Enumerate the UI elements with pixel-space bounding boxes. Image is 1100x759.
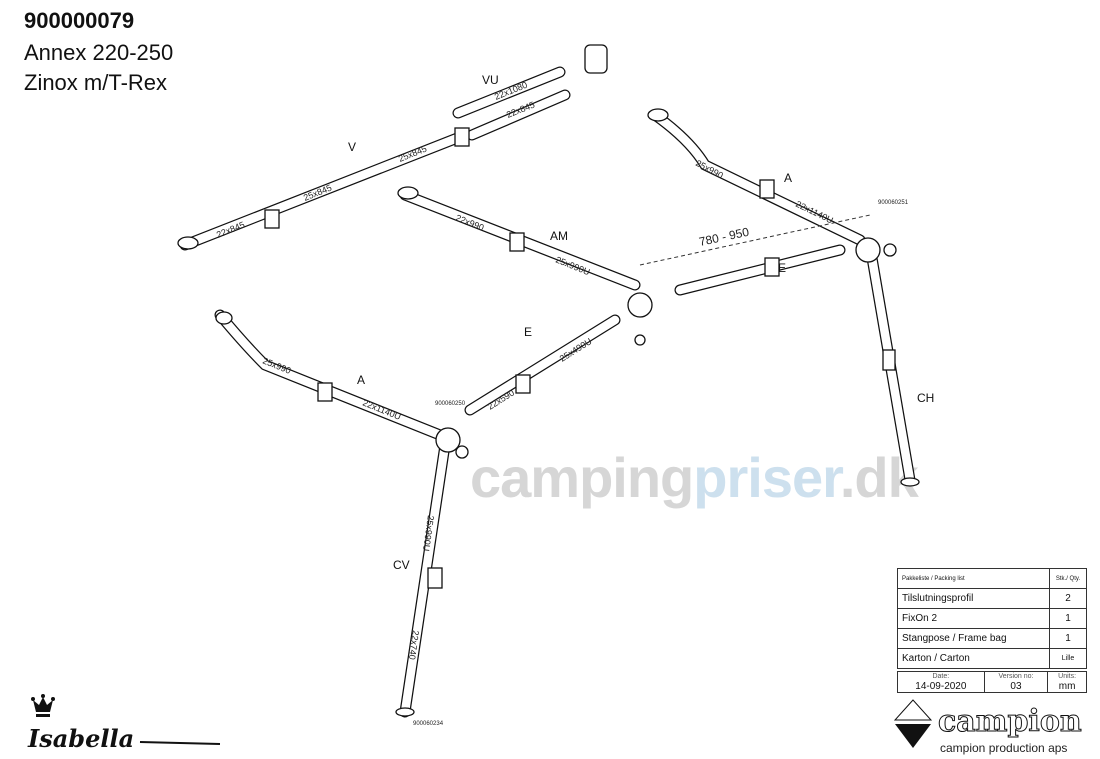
dimension-line <box>639 214 871 266</box>
part-number: 900060251 <box>878 200 909 206</box>
text: FixOn 2 <box>897 608 1050 629</box>
product-variant: Zinox m/T-Rex <box>24 70 168 95</box>
crown-icon <box>31 694 55 717</box>
label-a-top: A <box>784 171 792 185</box>
campion-subtitle: campion production aps <box>940 741 1067 755</box>
document-meta: Date:14-09-2020 Version no:03 Units:mm <box>897 671 1087 693</box>
label-vu: VU <box>482 73 499 87</box>
product-name: Annex 220-250 <box>24 40 174 65</box>
text: mm <box>1058 681 1076 692</box>
text: 1 <box>1049 608 1087 629</box>
pipe-label: 25x845 <box>302 183 333 203</box>
text: Tilslutningsprofil <box>897 588 1050 609</box>
text: Units: <box>1058 673 1077 680</box>
pipe-label: 25x990U <box>421 515 436 552</box>
pipes-outline <box>179 66 916 718</box>
part-number: 900060250 <box>435 401 466 407</box>
text: Date: <box>932 673 950 680</box>
label-a-left: A <box>357 373 365 387</box>
label-e-top: E <box>778 261 786 275</box>
label-cv: CV <box>393 558 410 572</box>
text: 03 <box>1010 681 1022 692</box>
isabella-wordmark: Isabella <box>27 724 134 753</box>
watermark-part: camping <box>470 446 694 509</box>
label-v: V <box>348 140 356 154</box>
campion-logo: campion campion production aps <box>893 699 1082 755</box>
packing-header: Pakkeliste / Packing list <box>897 568 1050 589</box>
text: 14-09-2020 <box>915 681 967 692</box>
label-e-left: E <box>524 325 532 339</box>
dimension-label: 780 - 950 <box>698 225 751 249</box>
text: Version no: <box>998 673 1034 680</box>
joints <box>177 44 920 717</box>
watermark-part: priser <box>693 446 841 509</box>
isabella-logo: Isabella <box>27 694 221 753</box>
part-number: 900060234 <box>413 721 444 727</box>
text: Karton / Carton <box>897 648 1050 669</box>
text: 2 <box>1049 588 1087 609</box>
text: Stangpose / Frame bag <box>897 628 1050 649</box>
qty-header: Stk./ Qty. <box>1049 568 1087 589</box>
text: 1 <box>1049 628 1087 649</box>
label-am: AM <box>550 229 568 243</box>
campion-wordmark: campion <box>938 704 1082 739</box>
product-code: 900000079 <box>24 8 135 33</box>
pipe-label: 22x740 <box>407 630 421 661</box>
label-ch: CH <box>917 391 934 405</box>
text: Lille <box>1049 648 1087 669</box>
